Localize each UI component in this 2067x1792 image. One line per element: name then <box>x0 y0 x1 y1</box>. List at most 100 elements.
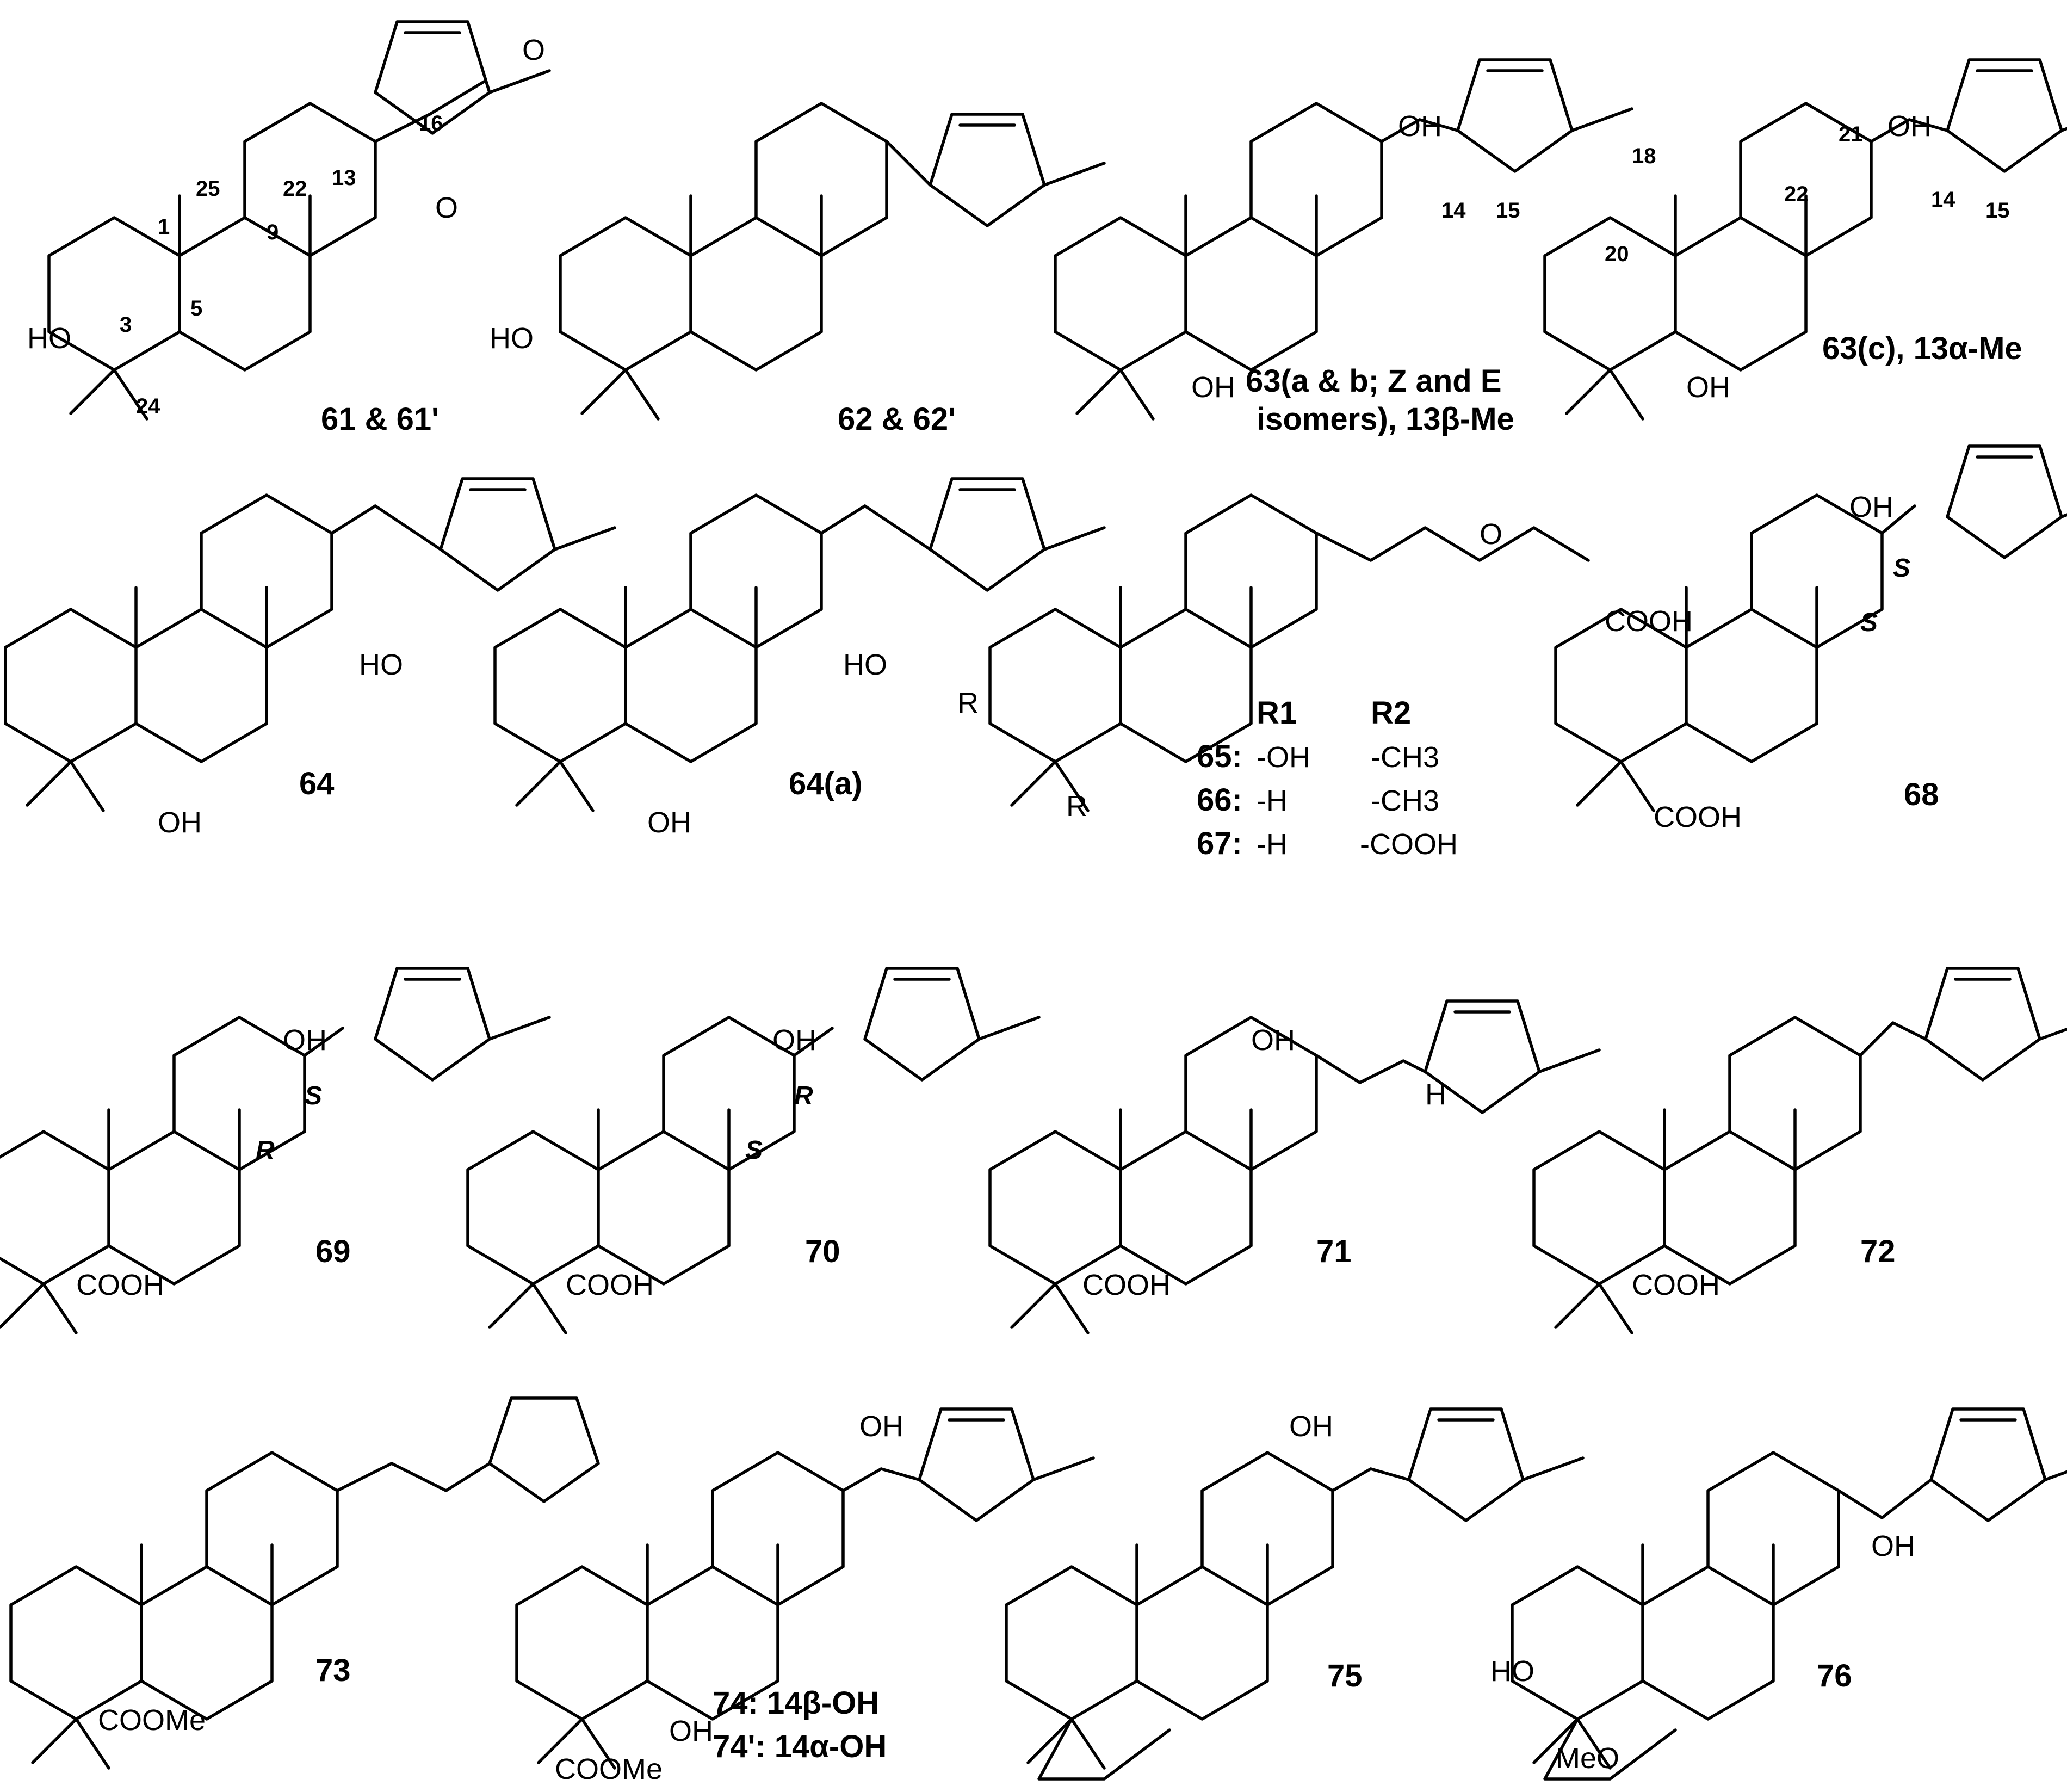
c69-label: 69 <box>315 1234 351 1269</box>
c71-oh: OH <box>1251 1024 1295 1056</box>
c76-oh: OH <box>1871 1530 1915 1562</box>
c64a-label: 64(a) <box>789 766 862 801</box>
c70-cooh: COOH <box>566 1269 654 1301</box>
c70-oh: OH <box>772 1024 816 1056</box>
compound-75 <box>1006 1409 1583 1781</box>
c64-oh: HO <box>359 648 403 681</box>
c71-h16: H <box>1425 1078 1446 1111</box>
c61-num-13: 13 <box>332 166 356 190</box>
c64-label: 64 <box>299 766 335 801</box>
c69-stereo-1: S <box>305 1082 322 1110</box>
c73-ester: COOMe <box>98 1704 206 1737</box>
c67-row-id: 67: <box>1197 826 1242 861</box>
compound-69 <box>0 968 549 1333</box>
c61-ho: HO <box>27 322 71 355</box>
c67-row-r2: -COOH <box>1360 828 1458 861</box>
c64a-oh: HO <box>843 648 887 681</box>
c71-cooh: COOH <box>1082 1269 1171 1301</box>
c70-stereo-2: S <box>745 1136 763 1165</box>
c64a-oh6: OH <box>647 806 691 839</box>
compound-70 <box>468 968 1039 1333</box>
compound-64a <box>495 479 1104 811</box>
c63ab-num-15: 15 <box>1496 199 1520 223</box>
compound-61 <box>49 22 549 419</box>
c61-label: 61 & 61' <box>321 401 439 437</box>
c61-num-3: 3 <box>120 313 132 337</box>
compound-68 <box>1556 446 2067 811</box>
compound-64 <box>5 479 615 811</box>
c62-label: 62 & 62' <box>838 401 956 437</box>
c72-label: 72 <box>1860 1234 1896 1269</box>
compound-63c <box>1545 60 2067 419</box>
compound-62 <box>560 103 1104 419</box>
c63c-label: 63(c), 13α-Me <box>1822 331 2022 366</box>
compound-65-67 <box>990 495 1590 811</box>
c74-label-2: 74': 14α-OH <box>713 1729 887 1764</box>
compound-72 <box>1534 968 2067 1333</box>
c63c-oh: OH <box>1887 110 1932 143</box>
c66-row-r2: -CH3 <box>1371 784 1439 817</box>
c68-oh: OH <box>1849 491 1893 523</box>
c74-oh6: OH <box>669 1715 713 1747</box>
compound-73 <box>11 1396 600 1768</box>
c63ab-num-18: 18 <box>1632 144 1656 168</box>
c70-label: 70 <box>805 1234 840 1269</box>
c68-stereo-s1: S <box>1893 554 1910 583</box>
c69-cooh: COOH <box>76 1269 164 1301</box>
c68-label: 68 <box>1904 777 1939 812</box>
c63ab-num-14: 14 <box>1441 199 1466 223</box>
c62-ho: HO <box>490 322 534 355</box>
c69-oh: OH <box>283 1024 327 1056</box>
compound-74 <box>517 1409 1093 1768</box>
c63ab-oh: OH <box>1398 110 1442 143</box>
c65-row1-r1: -OH <box>1257 741 1310 774</box>
c71-label: 71 <box>1316 1234 1352 1269</box>
c61-num-5: 5 <box>190 296 202 320</box>
c63ab-oh6: OH <box>1191 371 1235 404</box>
c66-row-r1: -H <box>1257 784 1288 817</box>
c65-row1-r2: -CH3 <box>1371 741 1439 774</box>
c63c-num-15: 15 <box>1985 199 2010 223</box>
c76-label: 76 <box>1817 1658 1852 1694</box>
c74-oh: OH <box>859 1410 903 1443</box>
c75-label: 75 <box>1327 1658 1363 1694</box>
c65-row1-id: 65: <box>1197 739 1242 774</box>
compound-71 <box>990 1001 1599 1333</box>
compound-63ab <box>1055 60 1632 419</box>
c68-cooh: COOH <box>1654 801 1742 833</box>
c63ab-num-20: 20 <box>1605 242 1629 266</box>
c61-num-16: 16 <box>419 112 443 135</box>
c65-o-keto: O <box>1480 518 1502 551</box>
c67-row-r1: -H <box>1257 828 1288 861</box>
c65-r2: R <box>1066 790 1087 823</box>
c61-num-9: 9 <box>267 220 279 244</box>
c61-o-co: O <box>522 34 545 66</box>
c76-meo: MeO <box>1556 1742 1619 1775</box>
c65-table-h1: R1 <box>1257 695 1297 731</box>
compound-76 <box>1512 1409 2067 1781</box>
c69-stereo-2: R <box>256 1136 275 1165</box>
c68-stereo-s2: S <box>1860 608 1878 637</box>
c65-table-h2: R2 <box>1371 695 1411 731</box>
c75-oh: OH <box>1289 1410 1333 1443</box>
c76-ho: HO <box>1490 1655 1534 1688</box>
c63c-num-14: 14 <box>1931 188 1955 212</box>
c61-o-ring: O <box>435 191 458 224</box>
c72-cooh: COOH <box>1632 1269 1720 1301</box>
c74-ester: COOMe <box>555 1753 663 1785</box>
c74-label-1: 74: 14β-OH <box>713 1685 879 1721</box>
c61-num-24: 24 <box>136 394 160 418</box>
c63c-num-22: 22 <box>1784 182 1809 206</box>
c63c-oh6: OH <box>1686 371 1730 404</box>
c65-r1: R <box>957 687 979 719</box>
c73-label: 73 <box>315 1653 351 1688</box>
c61-num-1: 1 <box>158 215 170 239</box>
c63c-num-21: 21 <box>1839 122 1863 146</box>
c63ab-label-2: isomers), 13β-Me <box>1257 401 1514 437</box>
c61-num-25: 25 <box>196 177 220 201</box>
c64-oh6: OH <box>158 806 202 839</box>
c70-stereo-1: R <box>794 1082 813 1110</box>
c66-row-id: 66: <box>1197 782 1242 818</box>
c63ab-label-1: 63(a & b; Z and E <box>1246 363 1502 399</box>
